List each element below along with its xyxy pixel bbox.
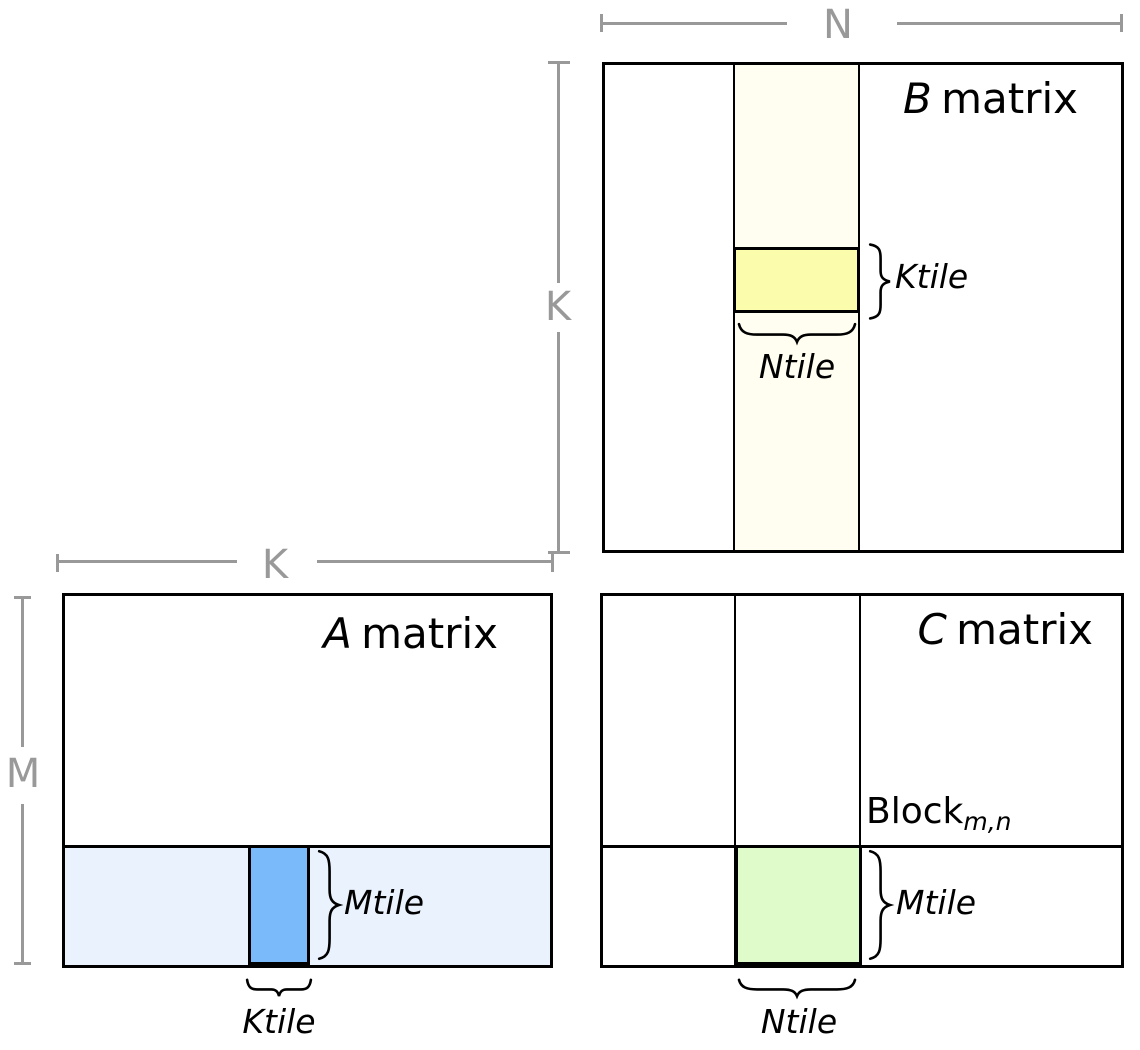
a-ktile-brace (246, 977, 312, 998)
a-ktile-label: Ktile (242, 1002, 316, 1041)
m-dim-top-segment (21, 597, 24, 747)
c-block-label-subscript: m,n (963, 807, 1012, 836)
k-b-dim-bottom-tick (548, 551, 570, 554)
c-matrix-row-line (603, 845, 1121, 848)
n-dim-right-tick (1120, 14, 1123, 32)
m-dim-label: M (5, 751, 41, 797)
k-b-dim-label: K (544, 284, 572, 330)
b-matrix-letter: B (903, 74, 932, 123)
n-dim-label: N (823, 2, 853, 48)
k-a-dim-right-segment (317, 560, 553, 563)
c-block-label: Blockm,n (866, 792, 1012, 836)
k-a-dim-label: K (261, 542, 289, 588)
c-mtile-brace (866, 849, 891, 961)
a-matrix-word: matrix (361, 609, 498, 658)
c-matrix-word: matrix (956, 605, 1093, 654)
n-dim-left-segment (601, 22, 787, 25)
a-matrix-letter: A (323, 609, 352, 658)
c-block-label-base: Block (866, 791, 964, 832)
c-matrix-column-line-right (859, 596, 861, 965)
a-ktile-block (248, 845, 310, 965)
a-mtile-label: Mtile (344, 883, 425, 922)
k-b-dim-bottom-segment (557, 332, 560, 552)
n-dim-right-segment (897, 22, 1122, 25)
b-ntile-label: Ntile (758, 347, 836, 386)
b-ktile-block (733, 247, 860, 313)
b-matrix-word: matrix (941, 74, 1078, 123)
c-ntile-label: Ntile (760, 1002, 838, 1041)
m-dim-bottom-tick (14, 962, 31, 965)
b-ktile-brace (866, 243, 891, 320)
b-ktile-label: Ktile (895, 257, 969, 296)
c-ntile-brace (737, 977, 857, 998)
c-matrix-column-line-left (734, 596, 736, 965)
k-a-dim-right-tick (551, 554, 554, 572)
a-mtile-brace (315, 849, 340, 961)
k-a-dim-left-segment (57, 560, 237, 563)
c-mtile-label: Mtile (896, 883, 977, 922)
m-dim-bottom-segment (21, 804, 24, 964)
k-a-dim-left-tick (56, 554, 59, 572)
c-matrix-letter: C (917, 605, 947, 654)
b-ntile-brace (737, 321, 857, 344)
k-b-dim-top-segment (557, 62, 560, 283)
c-block-tile (735, 845, 862, 965)
